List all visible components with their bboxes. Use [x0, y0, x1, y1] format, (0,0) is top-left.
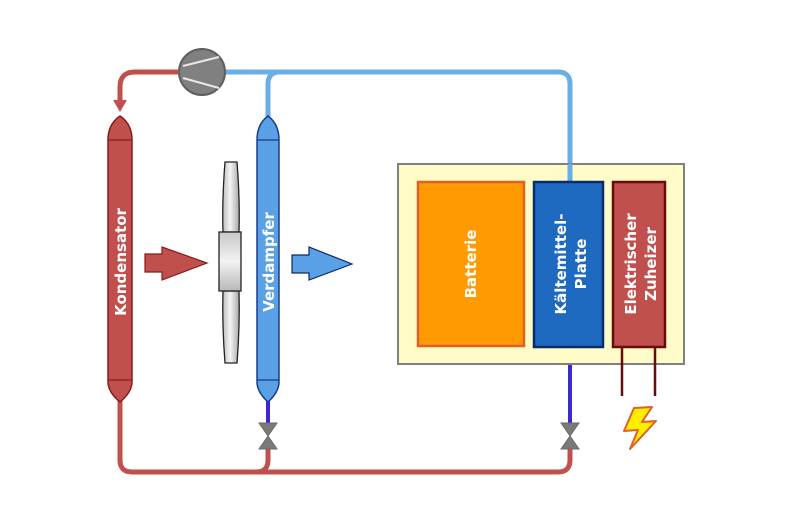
- suction-line: [226, 69, 573, 182]
- cold-plate: Kältemittel- Platte: [532, 180, 605, 349]
- hot-gas-line: [117, 69, 178, 100]
- warm-air-arrow-icon: [144, 246, 209, 281]
- condenser-label: Kondensator: [112, 207, 130, 315]
- expansion-valve-icon: [258, 422, 278, 450]
- liquid-line: [117, 398, 573, 475]
- cool-air-arrow-icon: [291, 246, 354, 281]
- liquid-line-branch: [255, 446, 271, 475]
- heater-label-line1: Elektrischer: [622, 213, 640, 315]
- flow-arrow-icon: [113, 100, 127, 112]
- condenser: Kondensator: [107, 115, 133, 403]
- expansion-valve-icon: [560, 422, 580, 450]
- airflow-in-arrow-icon: [146, 246, 162, 250]
- evaporator-outlet-line: [265, 69, 281, 118]
- battery: Batterie: [416, 180, 526, 348]
- heater-label-line2: Zuheizer: [642, 226, 660, 300]
- lightning-bolt-icon: [623, 406, 657, 450]
- evaporator-label: Verdampfer: [260, 212, 278, 312]
- evaporator: Verdampfer: [256, 115, 280, 404]
- electric-heater: Elektrischer Zuheizer: [611, 180, 667, 349]
- fan-icon: [218, 161, 242, 364]
- cold-plate-label-line2: Platte: [572, 239, 590, 290]
- battery-label: Batterie: [462, 230, 480, 299]
- compressor-icon: [178, 48, 226, 96]
- cold-plate-label-line1: Kältemittel-: [552, 214, 570, 315]
